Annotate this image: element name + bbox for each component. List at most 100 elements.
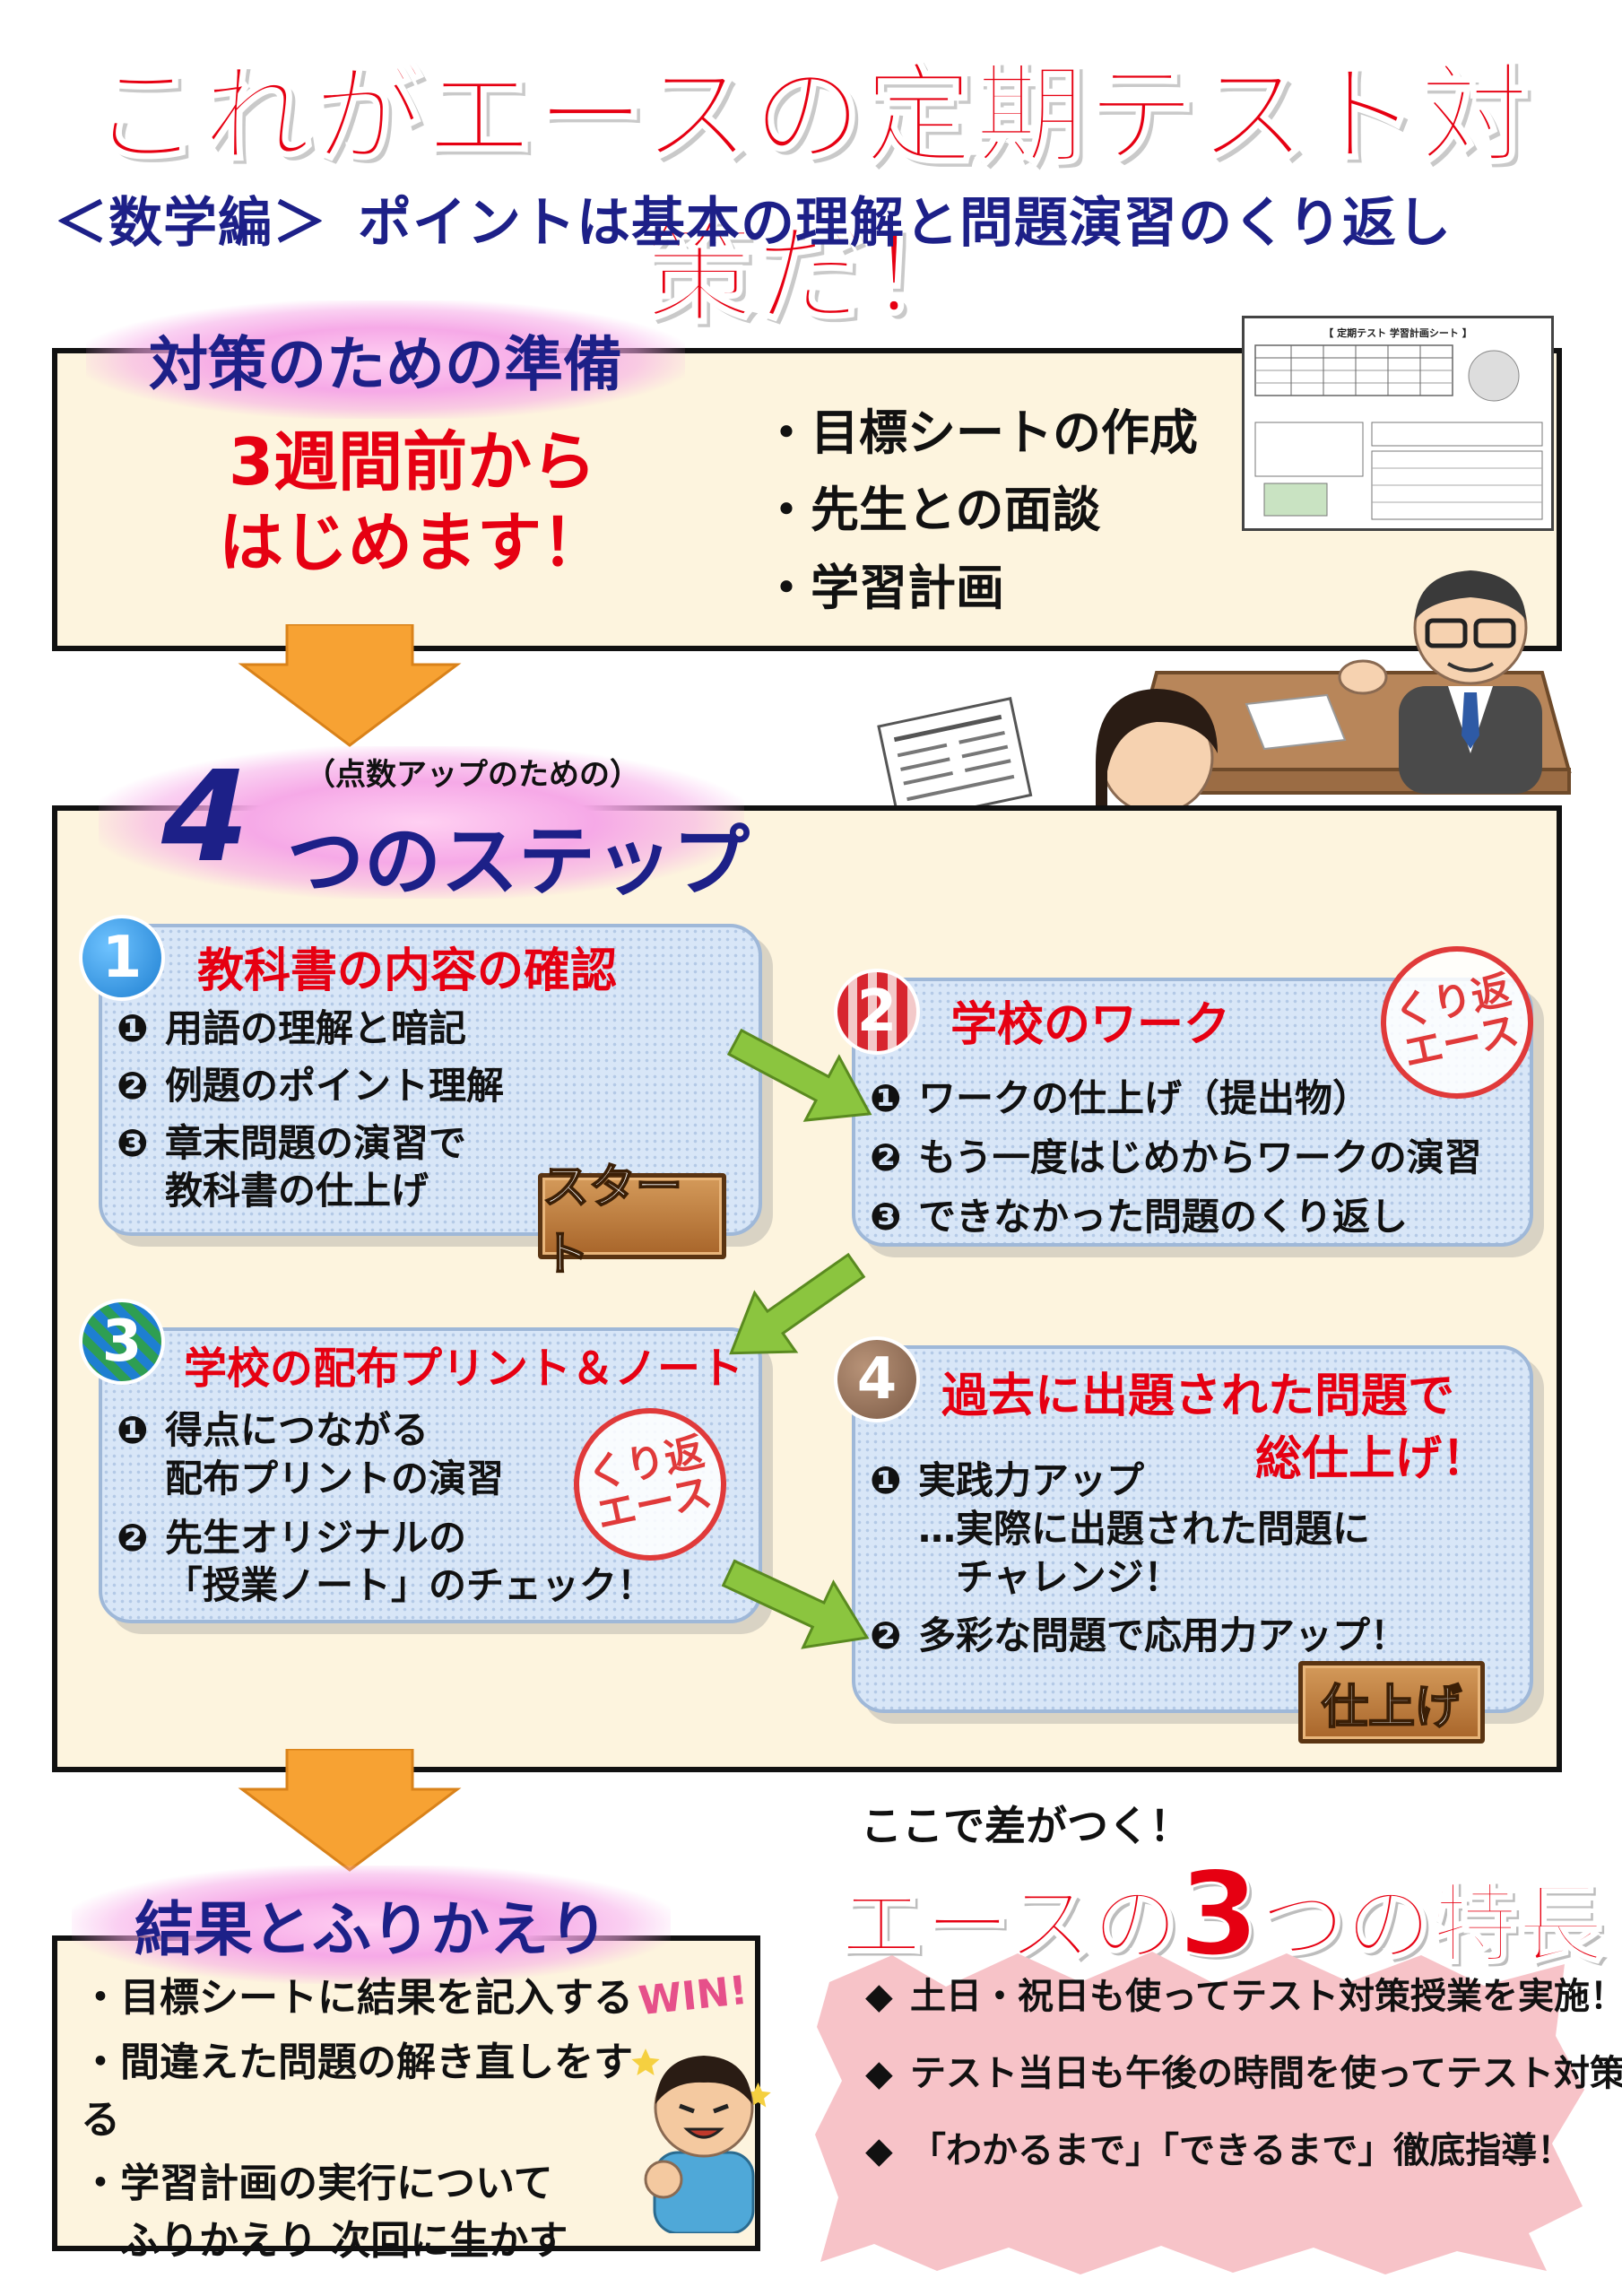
prep-item: ・先生との面談: [762, 482, 1101, 539]
step2-number: 2: [834, 969, 920, 1055]
item-text: ワークの仕上げ（提出物）: [918, 1076, 1371, 1120]
steps-heading-text: つのステップ: [287, 817, 750, 907]
review-heading: 結果とふりかえり: [72, 1866, 671, 1984]
review-item: ふりかえり 次回に生かす: [81, 2218, 568, 2265]
features-title: エースの3つの特長: [837, 1845, 1605, 1984]
arrow-left-down-icon: [729, 1252, 866, 1355]
step2-title: 学校のワーク: [950, 998, 1231, 1052]
feature-text: テスト当日も午後の時間を使ってテスト対策！: [910, 2053, 1622, 2094]
step3-item: 配布プリントの演習: [117, 1455, 655, 1503]
features-title-num: 3: [1177, 1845, 1261, 1984]
item-mark: ❶: [117, 1408, 149, 1452]
step4-title-line2: 総仕上げ！: [1255, 1432, 1489, 1486]
diamond-icon: ◆: [865, 2130, 893, 2171]
step3-item: ❷ 先生オリジナルの: [117, 1514, 655, 1562]
step4-list: ❶ 実践力アップ …実際に出題された問題に チャレンジ！ ❷ 多彩な問題で応用力アッ…: [870, 1457, 1408, 1660]
prep-item: ・学習計画: [762, 559, 1004, 616]
item-text: 用語の理解と暗記: [165, 1006, 467, 1050]
item-mark: ❷: [117, 1515, 149, 1560]
planning-sheet-image: 【 定期テスト 学習計画シート 】: [1242, 316, 1554, 531]
finish-button[interactable]: 仕上げ: [1298, 1661, 1485, 1744]
features-lead: ここで差がつく！: [861, 1802, 1191, 1850]
step2-item: ❸ できなかった問題のくり返し: [870, 1193, 1482, 1241]
step4-panel: [852, 1345, 1533, 1713]
arrow-right-down-icon: [721, 1559, 870, 1649]
diamond-icon: ◆: [865, 1976, 893, 2017]
arrow-right-down-icon: [726, 1028, 872, 1122]
burst-background: [815, 1952, 1584, 2274]
step1-item: ❶ 用語の理解と暗記: [117, 1004, 504, 1053]
prep-item: ・目標シートの作成: [762, 404, 1198, 461]
features-list: ◆ 土日・祝日も使ってテスト対策授業を実施！ ◆ テスト当日も午後の時間を使ってテス…: [865, 1979, 1622, 2169]
step1-number: 1: [79, 915, 165, 1001]
item-mark: ❸: [117, 1120, 149, 1165]
item-mark: ❶: [117, 1006, 149, 1050]
item-text: 章末問題の演習で: [165, 1120, 467, 1165]
down-arrow-icon: [238, 624, 462, 747]
step4-title-line1: 過去に出題された問題で: [941, 1370, 1455, 1423]
step4-item: ❷ 多彩な問題で応用力アップ！: [870, 1612, 1408, 1660]
step4-number: 4: [834, 1336, 920, 1422]
page-title: これがエースの定期テスト対策だ！: [90, 51, 1531, 340]
prep-heading: 対策のための準備: [86, 300, 685, 419]
review-item: ・目標シートに結果を記入する: [81, 1975, 633, 2021]
feature-item: ◆ 「わかるまで」「できるまで」徹底指導！: [865, 2133, 1622, 2169]
step1-item: ❷ 例題のポイント理解: [117, 1062, 504, 1110]
step4-item: チャレンジ！: [870, 1553, 1408, 1602]
item-text: 配布プリントの演習: [165, 1456, 505, 1500]
steps-heading-small: （点数アップのための）: [305, 757, 640, 793]
step1-item: 教科書の仕上げ: [117, 1167, 504, 1215]
step1-title: 教科書の内容の確認: [197, 944, 618, 998]
item-mark: ❷: [117, 1063, 149, 1108]
review-list: ・目標シートに結果を記入する ・間違えた問題の解き直しをする ・学習計画の実行に…: [81, 1970, 655, 2270]
item-text: 実践力アップ: [918, 1458, 1145, 1502]
step4-item: …実際に出題された問題に: [870, 1505, 1408, 1553]
planning-sheet-title: 【 定期テスト 学習計画シート 】: [1323, 327, 1472, 339]
review-box: [52, 1935, 760, 2251]
feature-text: 土日・祝日も使ってテスト対策授業を実施！: [910, 1976, 1622, 2017]
features-title-post: つの特長: [1258, 1874, 1605, 1977]
prep-lead: 3週間前から はじめます！: [161, 422, 664, 583]
item-text: 先生オリジナルの: [165, 1515, 467, 1560]
down-arrow-icon: [238, 1749, 462, 1872]
step2-item: ❷ もう一度はじめからワークの演習: [870, 1134, 1482, 1182]
item-mark: ❶: [870, 1458, 902, 1502]
planning-sheet-grid-icon: [1254, 344, 1543, 520]
subtitle: ＜数学編＞ ポイントは基本の理解と問題演習のくり返し: [54, 179, 1578, 257]
step3-title: 学校の配布プリント＆ノート: [184, 1344, 744, 1394]
item-text: 例題のポイント理解: [165, 1063, 505, 1108]
subtitle-text: ポイントは基本の理解と問題演習のくり返し: [358, 192, 1452, 255]
item-text: 教科書の仕上げ: [165, 1169, 429, 1213]
winning-boy-image: [631, 2048, 771, 2233]
item-text: できなかった問題のくり返し: [918, 1194, 1409, 1239]
diamond-icon: ◆: [865, 2053, 893, 2094]
prep-lead-line2: はじめます！: [218, 505, 606, 580]
item-mark: ❶: [870, 1076, 902, 1120]
item-text: …実際に出題された問題に: [918, 1506, 1371, 1551]
feature-item: ◆ 土日・祝日も使ってテスト対策授業を実施！: [865, 1979, 1622, 2014]
item-text: 多彩な問題で応用力アップ！: [918, 1613, 1409, 1658]
steps-heading-num: 4: [161, 744, 249, 891]
item-mark: ❸: [870, 1194, 902, 1239]
steps-heading: （点数アップのための） 4 つのステップ: [99, 744, 750, 907]
step1-list: ❶ 用語の理解と暗記 ❷ 例題のポイント理解 ❸ 章末問題の演習で 教科書の仕上げ: [117, 1004, 504, 1215]
step3-item: 「授業ノート」のチェック！: [117, 1561, 655, 1610]
review-item: ・学習計画の実行について: [81, 2161, 553, 2207]
step2-list: ❶ ワークの仕上げ（提出物） ❷ もう一度はじめからワークの演習 ❸ できなかった問題…: [870, 1074, 1482, 1240]
item-text: もう一度はじめからワークの演習: [918, 1135, 1482, 1179]
start-button[interactable]: スタート: [538, 1160, 726, 1283]
prep-list: ・目標シートの作成 ・先生との面談 ・学習計画: [762, 395, 1264, 627]
item-text: 「授業ノート」のチェック！: [165, 1563, 655, 1608]
step3-number: 3: [79, 1299, 165, 1385]
step2-item: ❶ ワークの仕上げ（提出物）: [870, 1074, 1482, 1123]
item-mark: ❷: [870, 1613, 902, 1658]
review-item: ・間違えた問題の解き直しをする: [81, 2039, 633, 2143]
subtitle-tag: ＜数学編＞: [54, 192, 327, 255]
feature-text: 「わかるまで」「できるまで」徹底指導！: [910, 2130, 1574, 2171]
step1-item: ❸ 章末問題の演習で: [117, 1119, 504, 1168]
item-mark: ❷: [870, 1135, 902, 1179]
feature-item: ◆ テスト当日も午後の時間を使ってテスト対策！: [865, 2056, 1622, 2092]
step4-item: ❶ 実践力アップ: [870, 1457, 1408, 1505]
